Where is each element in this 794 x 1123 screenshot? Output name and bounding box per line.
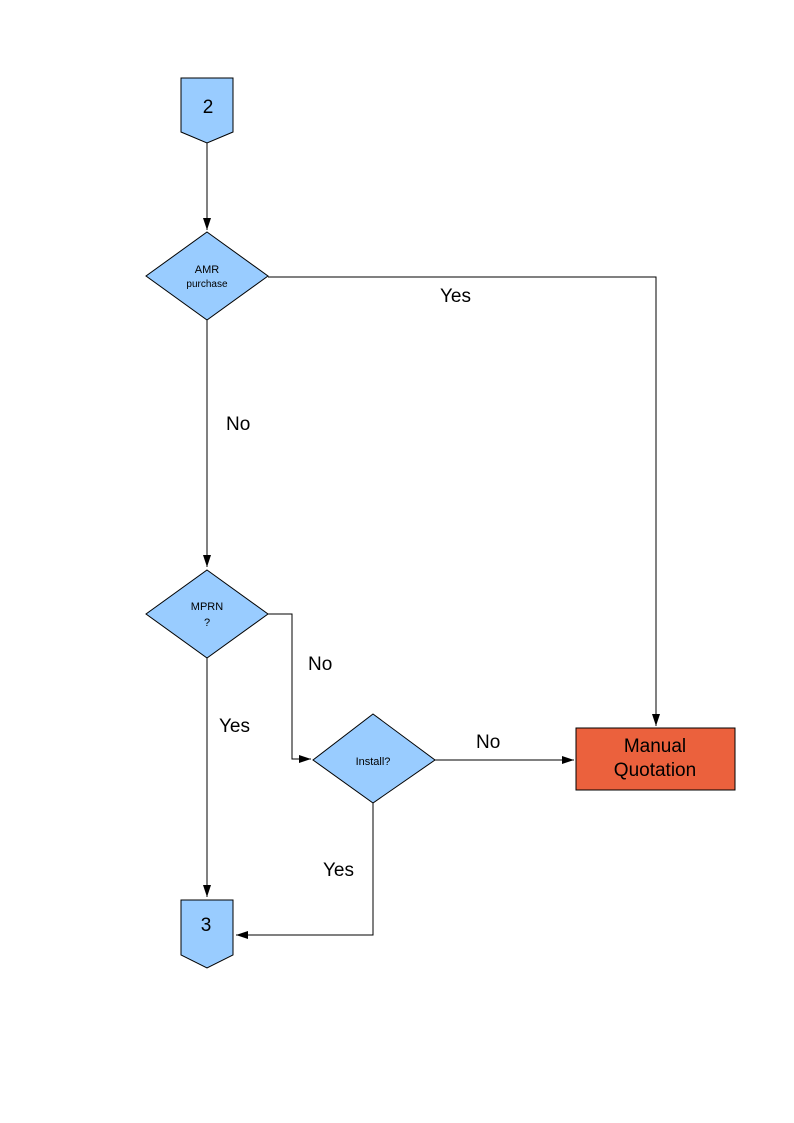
manual-quotation-box — [575, 727, 736, 791]
amr-purchase-decision-label-line1: AMR — [195, 264, 220, 276]
edge-mprn-no-to-install — [268, 613, 311, 763]
amr-purchase-decision — [145, 231, 269, 321]
edge-label-install-yes: Yes — [323, 860, 354, 881]
manual-quotation-label-line1: Manual — [624, 736, 686, 757]
offpage-connector-2 — [180, 77, 234, 144]
offpage-connector-3-label: 3 — [201, 915, 212, 936]
mprn-decision-label-line1: MPRN — [191, 601, 223, 613]
mprn-decision — [145, 569, 269, 659]
mprn-decision-label-line2: ? — [204, 617, 210, 629]
install-decision-label: Install? — [356, 756, 391, 768]
edge-amr-yes-to-manual — [268, 276, 660, 726]
edge-install-yes-to-connector3 — [236, 803, 374, 939]
edge-label-install-no: No — [476, 732, 500, 753]
edge-label-mprn-yes: Yes — [219, 716, 250, 737]
edge-label-amr-yes: Yes — [440, 286, 471, 307]
edge-label-mprn-no: No — [308, 654, 332, 675]
install-decision — [312, 713, 436, 804]
amr-purchase-decision-label-line2: purchase — [186, 279, 228, 290]
edge-label-amr-no: No — [226, 414, 250, 435]
offpage-connector-3 — [180, 899, 234, 969]
manual-quotation-label-line2: Quotation — [614, 760, 696, 781]
offpage-connector-2-label: 2 — [203, 97, 214, 118]
